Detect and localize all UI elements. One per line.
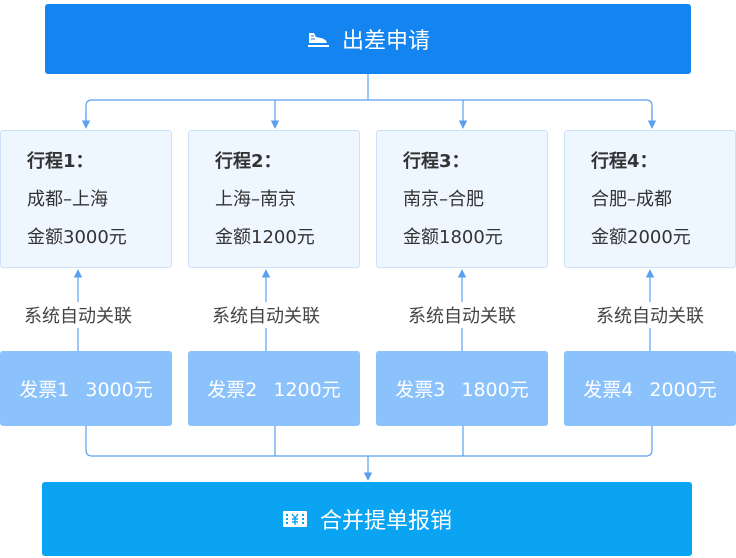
invoice-card-1: 发票1 3000元 [0,351,172,426]
trip-amount: 金额3000元 [27,227,127,248]
trip-title: 行程3： [403,151,470,172]
invoice-amount: 1200元 [273,379,341,401]
invoice-label: 发票3 [395,379,446,401]
footer-collect-line [85,426,653,457]
trip-route: 成都–上海 [27,189,108,210]
travel-request-header: 出差申请 [45,4,691,74]
invoice-label: 发票2 [207,379,258,401]
invoice-label: 发票4 [583,379,634,401]
trip-route: 南京–合肥 [403,189,484,210]
trip-title: 行程1： [27,151,94,172]
trip-route: 上海–南京 [215,189,296,210]
invoice-amount: 2000元 [649,379,717,401]
footer-title: 合并提单报销 [319,509,452,534]
trip-amount: 金额2000元 [591,227,691,248]
trip-amount: 金额1800元 [403,227,503,248]
trip-card-4: 行程4： 合肥–成都 金额2000元 [564,130,736,268]
header-title: 出差申请 [341,29,430,54]
trip-card-3: 行程3： 南京–合肥 金额1800元 [376,130,548,268]
merged-reimbursement-footer: 合并提单报销 [42,482,692,556]
invoice-amount: 3000元 [85,379,153,401]
trip-route: 合肥–成都 [591,189,672,210]
trip-card-2: 行程2： 上海–南京 金额1200元 [188,130,360,268]
invoice-label: 发票1 [19,379,70,401]
auto-link-label-1: 系统自动关联 [3,302,153,328]
ticket-icon [282,509,308,529]
trip-title: 行程4： [591,151,658,172]
invoice-card-2: 发票2 1200元 [188,351,360,426]
invoice-card-4: 发票4 2000元 [564,351,736,426]
trip-card-1: 行程1： 成都–上海 金额3000元 [0,130,172,268]
auto-link-label-2: 系统自动关联 [191,302,341,328]
auto-link-label-4: 系统自动关联 [575,302,725,328]
shoe-icon [306,29,330,49]
invoice-amount: 1800元 [461,379,529,401]
trip-title: 行程2： [215,151,282,172]
header-branch-line [85,99,653,126]
invoice-card-3: 发票3 1800元 [376,351,548,426]
trip-amount: 金额1200元 [215,227,315,248]
auto-link-label-3: 系统自动关联 [387,302,537,328]
